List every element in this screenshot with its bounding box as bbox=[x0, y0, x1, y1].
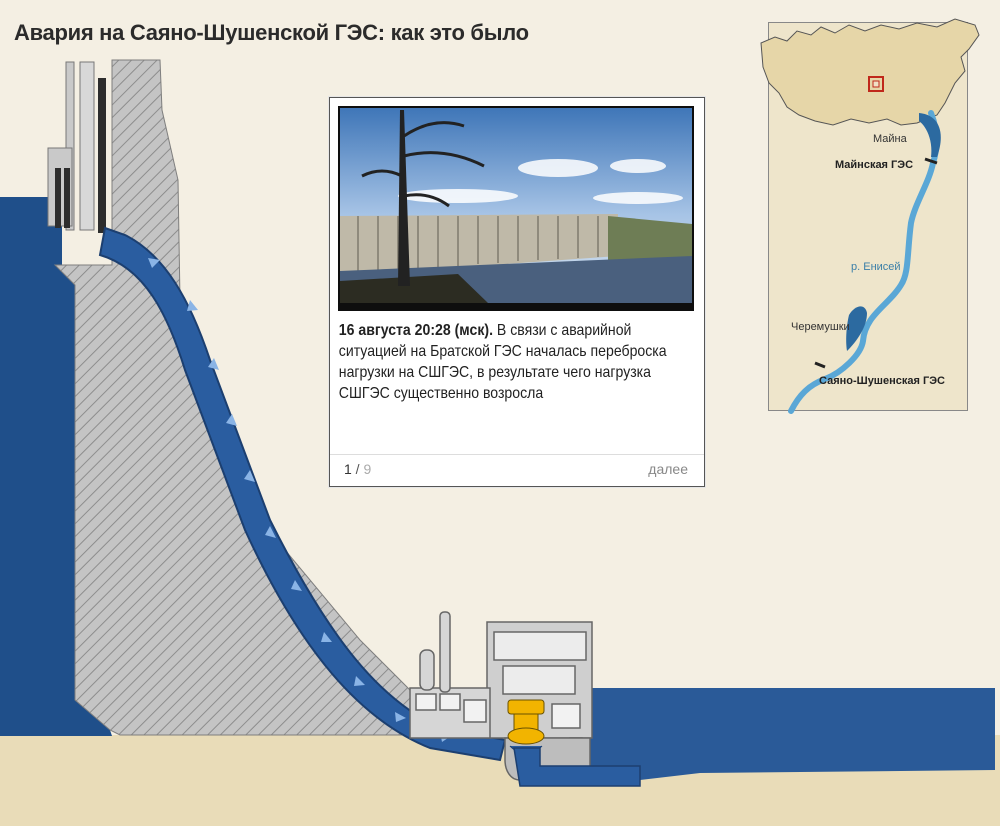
map-label-mayna: Майна bbox=[873, 133, 907, 145]
slide-time: 16 августа 20:28 (мск). bbox=[338, 322, 493, 339]
dam-crest-gate bbox=[79, 61, 95, 231]
map-label-cheremushki: Черемушки bbox=[791, 321, 850, 333]
slide-footer: 1 / 9 далее bbox=[330, 454, 704, 485]
penstock bbox=[98, 226, 507, 762]
dam-photo bbox=[338, 106, 694, 311]
location-marker bbox=[868, 76, 884, 92]
sayano-reservoir bbox=[846, 306, 867, 351]
map-graphic bbox=[760, 18, 980, 414]
turbine-icon bbox=[507, 699, 545, 755]
next-button[interactable]: далее bbox=[648, 461, 688, 477]
slide-text: В связи с аварийной ситуацией на Братско… bbox=[338, 322, 667, 402]
location-map: Майна Майнская ГЭС р. Енисей Черемушки С… bbox=[760, 18, 980, 414]
mayna-reservoir bbox=[919, 113, 941, 157]
intake-screen bbox=[55, 168, 61, 228]
draft-tube bbox=[513, 747, 641, 787]
page-title: Авария на Саяно-Шушенской ГЭС: как это б… bbox=[14, 20, 529, 45]
slide-caption: 16 августа 20:28 (мск). В связи с аварий… bbox=[330, 320, 698, 404]
tailwater bbox=[590, 688, 995, 780]
reservoir-water bbox=[0, 197, 112, 736]
slide-card: 16 августа 20:28 (мск). В связи с аварий… bbox=[329, 97, 705, 487]
dam-crest-gate bbox=[98, 78, 106, 233]
russia-silhouette bbox=[760, 18, 980, 126]
slide-separator: / bbox=[351, 461, 364, 477]
dam-crest-gate bbox=[65, 61, 75, 231]
intake-screen bbox=[64, 168, 70, 228]
slide-total: 9 bbox=[363, 461, 372, 477]
map-label-mayna-ges: Майнская ГЭС bbox=[835, 159, 914, 171]
slide-counter: 1 / 9 bbox=[344, 461, 371, 477]
map-label-river: р. Енисей bbox=[851, 261, 901, 273]
slide-current: 1 bbox=[344, 461, 352, 477]
map-label-sshges: Саяно-Шушенская ГЭС bbox=[819, 375, 945, 387]
